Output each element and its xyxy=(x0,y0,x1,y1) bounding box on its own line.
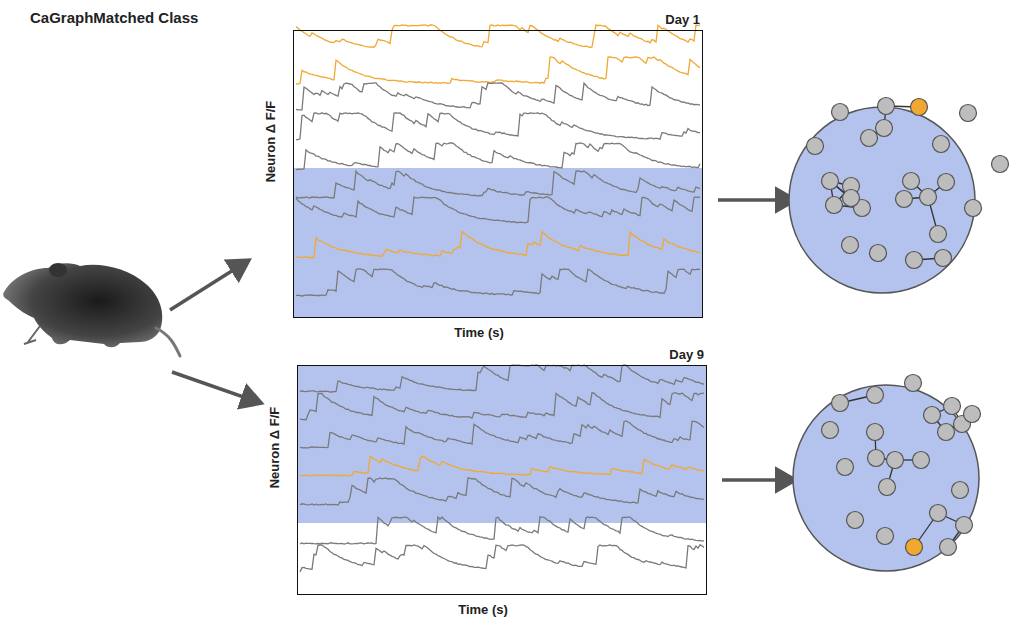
neuron-dot xyxy=(920,189,937,206)
neuron-dot xyxy=(867,424,884,441)
neuron-dot xyxy=(879,479,896,496)
highlight-band xyxy=(294,168,702,317)
day-label: Day 1 xyxy=(665,12,700,27)
neuron-dot xyxy=(837,459,854,476)
axis-label-x: Time (s) xyxy=(458,602,508,617)
neuron-dot xyxy=(964,406,981,423)
trace-line xyxy=(296,197,700,223)
neuron-dot xyxy=(952,482,969,499)
trace-panel: Day 1Neuron Δ F/FTime (s) xyxy=(293,30,703,318)
trace-line xyxy=(300,365,704,392)
neuron-dot xyxy=(822,173,839,190)
neuron-dot xyxy=(930,226,947,243)
axis-label-y: Neuron Δ F/F xyxy=(267,407,282,489)
axis-label-x: Time (s) xyxy=(454,325,504,340)
neuron-dot xyxy=(992,156,1009,173)
trace-line xyxy=(296,269,700,296)
neuron-dot xyxy=(832,395,849,412)
neuron-dot xyxy=(842,237,859,254)
neuron-dot xyxy=(956,517,973,534)
neuron-dot xyxy=(847,512,864,529)
neuron-dot xyxy=(933,136,950,153)
neuron-dot xyxy=(867,387,884,404)
neuron-dot xyxy=(868,450,885,467)
trace-line xyxy=(296,83,700,110)
trace-line xyxy=(300,545,704,572)
neuron-dot xyxy=(832,104,849,121)
trace-line xyxy=(296,113,700,140)
neuron-dot xyxy=(940,539,957,556)
trace-line xyxy=(300,421,704,448)
graph-circle xyxy=(793,385,979,571)
neuron-dot xyxy=(965,200,982,217)
neuron-dot xyxy=(935,250,952,267)
neuron-dot xyxy=(938,424,955,441)
neuron-dot xyxy=(822,422,839,439)
neuron-dot xyxy=(906,539,923,556)
trace-line xyxy=(296,143,700,170)
trace-line xyxy=(296,231,700,257)
trace-line xyxy=(296,25,700,48)
neuron-dot xyxy=(887,452,904,469)
neuron-dot xyxy=(896,191,913,208)
trace-panel: Day 9Neuron Δ F/FTime (s) xyxy=(297,365,707,595)
neuron-dot xyxy=(960,105,977,122)
trace-line xyxy=(300,517,704,544)
graph-circle xyxy=(789,107,975,293)
neuron-dot xyxy=(930,505,947,522)
neuron-dot xyxy=(924,407,941,424)
neuron-dot xyxy=(807,138,824,155)
axis-label-y: Neuron Δ F/F xyxy=(263,101,278,183)
neuron-dot xyxy=(877,528,894,545)
figure-title: CaGraphMatched Class xyxy=(30,9,198,26)
neuron-dot xyxy=(913,452,930,469)
neuron-graph xyxy=(807,98,1009,556)
trace-line xyxy=(296,57,700,84)
flow-arrows xyxy=(170,200,792,480)
mouse-silhouette xyxy=(3,263,180,356)
neuron-dot xyxy=(905,375,922,392)
trace-line xyxy=(300,478,704,505)
neuron-dot xyxy=(861,130,878,147)
trace-line xyxy=(296,171,700,198)
neuron-dot xyxy=(826,197,843,214)
highlight-band xyxy=(298,366,706,523)
calcium-traces xyxy=(296,25,704,572)
neuron-dot xyxy=(843,190,860,207)
neuron-dot xyxy=(906,252,923,269)
neuron-dot xyxy=(903,173,920,190)
neuron-dot xyxy=(944,398,961,415)
day-label: Day 9 xyxy=(669,347,704,362)
neuron-dot xyxy=(911,99,928,116)
neuron-dot xyxy=(938,174,955,191)
neuron-dot xyxy=(870,245,887,262)
neuron-dot xyxy=(878,98,895,115)
neuron-dot xyxy=(876,120,893,137)
trace-line xyxy=(300,393,704,420)
trace-line xyxy=(300,456,704,476)
